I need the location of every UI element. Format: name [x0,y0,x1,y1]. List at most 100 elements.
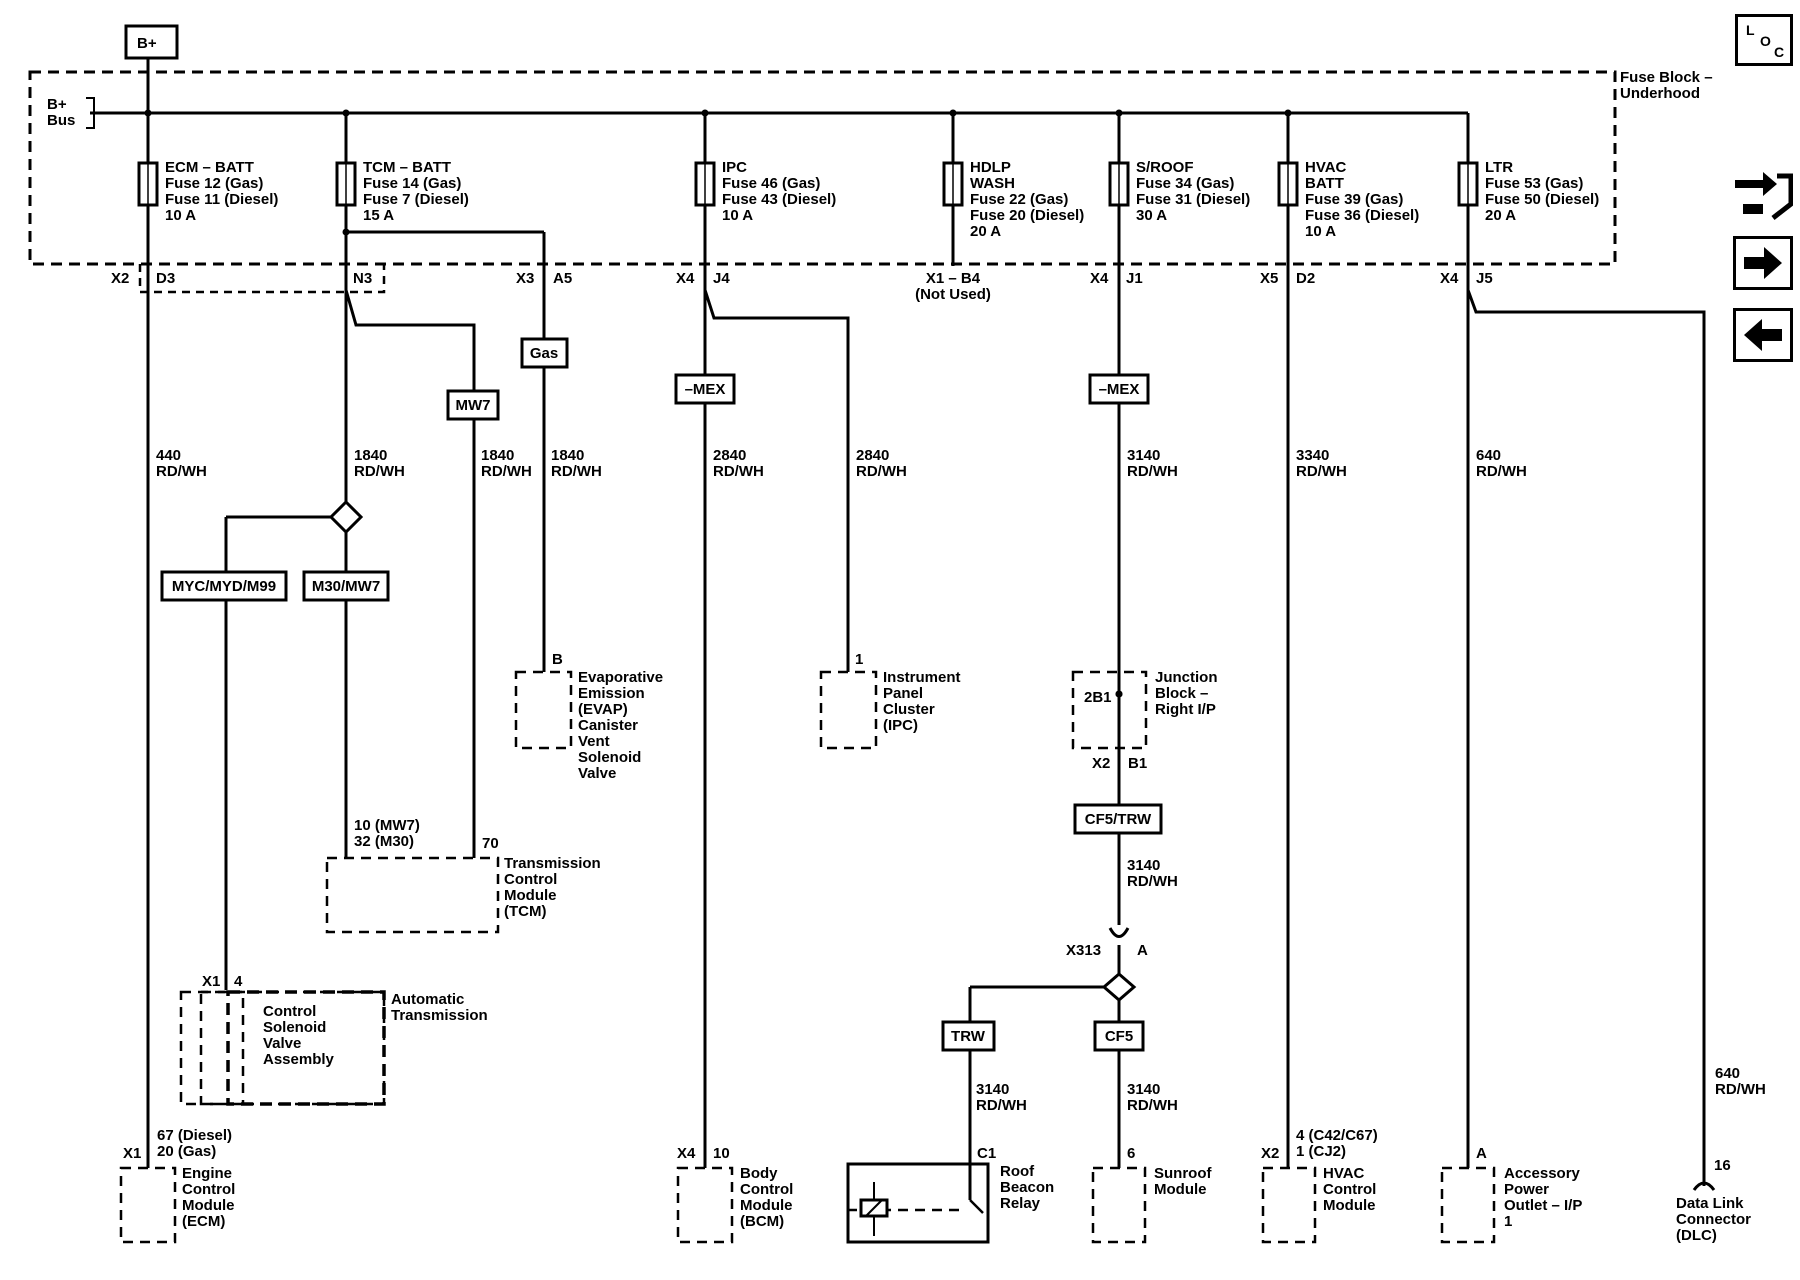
back-button[interactable] [1733,308,1793,362]
battery-box [124,24,179,60]
conn-x4-sroof: X4 [1090,270,1109,287]
option-mw7: MW7 [456,397,491,414]
hvac-x2: X2 [1261,1145,1279,1162]
evap-box [514,670,573,750]
conn-n3: N3 [353,270,372,287]
conn-d2: D2 [1296,270,1315,287]
trans-box-outer [179,990,245,1106]
trans-x1: X1 [202,973,220,990]
conn-j1: J1 [1126,270,1143,287]
trans-pin-4: 4 [234,973,243,990]
splice-sroof [1101,972,1137,1002]
next-button[interactable] [1733,236,1793,290]
option-mex-ipc: –MEX [685,381,726,398]
jb-box [1071,670,1148,750]
sunroof-box [1091,1166,1147,1244]
loc-c: C [1774,44,1784,60]
arrow-left-icon [1744,319,1782,351]
conn-d3: D3 [156,270,175,287]
bcm-pin-10: 10 [713,1145,730,1162]
option-cf5-trw: CF5/TRW [1085,811,1152,828]
relay-symbol [846,1162,990,1244]
option-m30-mw7: M30/MW7 [312,578,380,595]
conn-x1-b4: X1 – B4(Not Used) [915,270,991,303]
ecm-x1: X1 [123,1145,141,1162]
loc-button[interactable]: L O C [1735,14,1793,66]
tcm-pin-70: 70 [482,835,499,852]
loc-l: L [1746,22,1755,38]
conn-j4: J4 [713,270,730,287]
dlc-pin-16: 16 [1714,1157,1731,1174]
conn-x4-ltr: X4 [1440,270,1459,287]
tcm-box [325,856,500,934]
arrow-right-icon [1744,247,1782,279]
bcm-x4: X4 [677,1145,696,1162]
conn-j5: J5 [1476,270,1493,287]
hvac-pins: 4 (C42/C67)1 (CJ2) [1296,1127,1378,1160]
jb-conn-x2: X2 [1092,755,1110,772]
outlet-pin-a: A [1476,1145,1487,1162]
component-swap-icon[interactable] [1733,160,1794,224]
fuse-block-label: Fuse Block –Underhood [1620,69,1713,102]
conn-a5: A5 [553,270,572,287]
jb-conn-b1: B1 [1128,755,1147,772]
conn-x2: X2 [111,270,129,287]
splice-tcm [328,499,364,535]
fuse-block-outline [28,70,1617,266]
x313-a: A [1137,942,1148,959]
jb-pin: 2B1 [1084,689,1112,706]
option-gas: Gas [530,345,558,362]
relay-c1: C1 [977,1145,996,1162]
hvac-box [1261,1166,1317,1244]
ipc-box [819,670,878,750]
option-trw: TRW [951,1028,986,1045]
option-mex-sroof: –MEX [1099,381,1140,398]
loc-o: O [1760,33,1771,49]
bus-label: B+Bus [47,96,75,129]
x313-label: X313 [1066,942,1101,959]
conn-x3: X3 [516,270,534,287]
option-cf5: CF5 [1105,1028,1133,1045]
ecm-box [119,1166,177,1244]
sunroof-pin-6: 6 [1127,1145,1135,1162]
conn-x4-ipc: X4 [676,270,695,287]
tcm-pins: 10 (MW7)32 (M30) [354,817,420,850]
ipc-pin: 1 [855,651,863,668]
bcm-box [676,1166,734,1244]
evap-pin: B [552,651,563,668]
option-myc-myd-m99: MYC/MYD/M99 [172,578,276,595]
outlet-box [1440,1166,1496,1244]
conn-x5: X5 [1260,270,1278,287]
